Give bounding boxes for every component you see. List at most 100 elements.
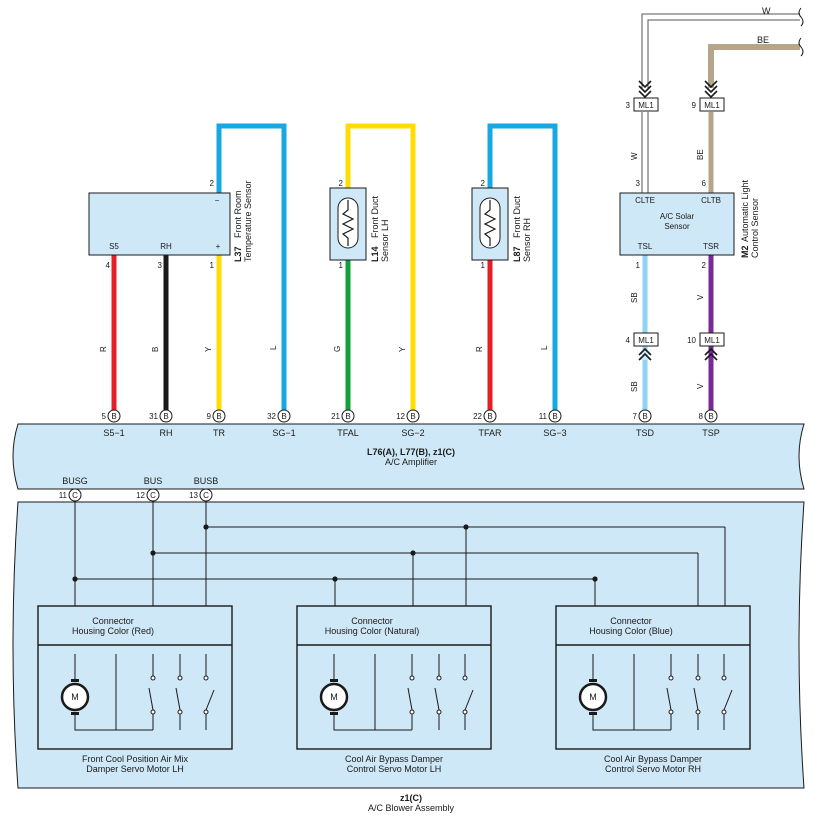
svg-text:M2: M2	[740, 245, 750, 258]
l37-name-1: Front Room	[233, 190, 243, 238]
svg-text:L: L	[269, 345, 278, 350]
ml1-connector-10: ML1 10	[687, 332, 725, 347]
svg-text:Automatic Light: Automatic Light	[740, 179, 750, 242]
svg-text:L14: L14	[370, 246, 380, 262]
connector-color: Housing Color (Red)	[72, 626, 154, 636]
svg-text:2: 2	[210, 179, 215, 188]
bus-pin-name: BUSB	[194, 476, 219, 486]
svg-text:TSL: TSL	[638, 242, 653, 251]
switch-contact	[723, 689, 733, 711]
ml1-connector-9: ML1 9	[692, 97, 725, 112]
top-w-wire	[641, 13, 800, 88]
motor-caption-1: Front Cool Position Air Mix	[82, 754, 189, 764]
amp-pin-name: SG−2	[401, 428, 424, 438]
switch-contact	[434, 687, 440, 711]
ml1-chevron-9	[704, 80, 718, 99]
bus-pin-name: BUS	[144, 476, 163, 486]
amp-pin-conn: B	[111, 412, 116, 421]
amp-pin-num: 31	[149, 412, 158, 421]
amp-pin-num: 9	[207, 412, 212, 421]
svg-text:ML1: ML1	[638, 101, 654, 110]
svg-text:10: 10	[687, 336, 696, 345]
bus-pin-num: 11	[59, 491, 68, 500]
svg-text:V: V	[696, 383, 705, 389]
svg-text:1: 1	[481, 261, 486, 270]
motor-brush-bottom	[589, 712, 597, 715]
wire-label-w-top: W	[762, 6, 771, 16]
svg-text:Front Duct: Front Duct	[512, 195, 522, 238]
component-m2: CLTE CLTB A/C Solar Sensor TSL TSR 3 6 1…	[619, 179, 760, 270]
svg-text:L87: L87	[512, 246, 522, 262]
svg-text:1: 1	[636, 261, 641, 270]
component-l87: 2 1 L87 Front Duct Sensor RH	[471, 179, 532, 270]
wire-color-labels: R B Y L G Y R L W BE SB V SB V	[99, 149, 705, 392]
svg-text:W: W	[630, 152, 639, 160]
bus-pin-conn: C	[203, 491, 209, 500]
ml1-connector-4: ML1 4	[626, 332, 659, 347]
svg-text:G: G	[333, 346, 342, 352]
svg-text:Control Sensor: Control Sensor	[750, 198, 760, 258]
svg-text:9: 9	[692, 101, 697, 110]
motor-caption-1: Cool Air Bypass Damper	[604, 754, 702, 764]
motor-icon	[319, 682, 349, 712]
amplifier-pins: B5S5−1B31RHB9TRB32SG−1B21TFALB12SG−2B22T…	[59, 409, 720, 502]
svg-text:Sensor RH: Sensor RH	[522, 218, 532, 262]
amp-pin-name: TSP	[702, 428, 720, 438]
switch-contact	[693, 687, 699, 711]
amp-pin-name: TFAL	[337, 428, 359, 438]
svg-text:ML1: ML1	[638, 336, 654, 345]
switch-contact	[464, 689, 474, 711]
motor-brush-bottom	[71, 712, 79, 715]
bus-pin-name: BUSG	[62, 476, 88, 486]
svg-text:1: 1	[210, 261, 215, 270]
svg-text:4: 4	[106, 261, 111, 270]
amp-pin-conn: B	[642, 412, 647, 421]
amp-pin-num: 7	[633, 412, 638, 421]
svg-text:S5: S5	[109, 242, 119, 251]
amp-pin-num: 12	[396, 412, 405, 421]
svg-text:2: 2	[339, 179, 344, 188]
svg-text:RH: RH	[160, 242, 172, 251]
amp-pin-name: TR	[213, 428, 225, 438]
switch-contact	[148, 687, 154, 711]
motor-caption-2: Damper Servo Motor LH	[86, 764, 184, 774]
bus-pin-conn: C	[150, 491, 156, 500]
ml1-chevron-10	[704, 347, 718, 361]
wire-l37-l	[216, 123, 287, 410]
svg-text:2: 2	[702, 261, 707, 270]
svg-text:A/C Solar: A/C Solar	[660, 212, 695, 221]
svg-text:Y: Y	[204, 346, 213, 352]
amp-pin-num: 32	[267, 412, 276, 421]
svg-text:B: B	[151, 347, 160, 352]
motor-letter: M	[589, 692, 597, 702]
amp-pin-conn: B	[345, 412, 350, 421]
switch-contact	[175, 687, 181, 711]
connector-label: Connector	[351, 616, 393, 626]
motor-brush-bottom	[330, 712, 338, 715]
motor-icon	[578, 682, 608, 712]
motor-caption-2: Control Servo Motor RH	[605, 764, 701, 774]
amplifier-title: L76(A), L77(B), z1(C)	[367, 447, 455, 457]
amp-pin-name: SG−3	[543, 428, 566, 438]
wire-break-be	[798, 37, 804, 57]
amp-pin-conn: B	[410, 412, 415, 421]
blower-title: z1(C)	[400, 793, 422, 803]
amp-pin-conn: B	[281, 412, 286, 421]
svg-text:3: 3	[158, 261, 163, 270]
svg-text:Front Duct: Front Duct	[370, 195, 380, 238]
ml1-connector-3: ML1 3	[626, 97, 659, 112]
amp-pin-conn: B	[708, 412, 713, 421]
motor-brush-top	[71, 679, 79, 682]
svg-text:2: 2	[481, 179, 486, 188]
